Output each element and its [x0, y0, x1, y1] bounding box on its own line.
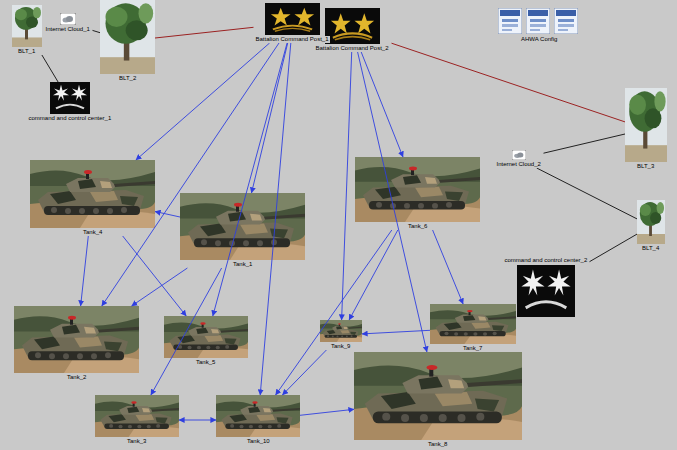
link-line — [179, 420, 216, 421]
node-label: Tank_9 — [330, 343, 351, 350]
blt-tree-photo — [100, 0, 155, 74]
link-line — [151, 268, 222, 395]
network-node: BLT_1 — [12, 5, 42, 55]
network-node: Tank_9 — [320, 320, 362, 350]
link-line — [123, 236, 187, 316]
node-label: command and control center_1 — [28, 115, 113, 122]
command-center-insignia — [50, 82, 90, 114]
network-node: Tank_10 — [216, 395, 300, 445]
link-line — [358, 52, 427, 352]
cloud-icon — [512, 150, 526, 160]
node-label: Internet Cloud_1 — [45, 26, 91, 33]
node-label: Tank_1 — [232, 261, 253, 268]
config-icon — [526, 8, 550, 34]
network-node: Internet Cloud_2 — [495, 150, 544, 168]
config-icon — [554, 8, 578, 34]
link-line — [282, 350, 326, 395]
blt-tree-photo — [625, 88, 667, 162]
link-line — [300, 409, 354, 415]
network-node: Tank_2 — [14, 306, 139, 381]
node-label: BLT_3 — [636, 163, 655, 170]
node-label: Tank_4 — [82, 229, 103, 236]
network-node: Tank_7 — [430, 304, 516, 352]
tank-photo — [354, 352, 522, 440]
link-line — [590, 234, 638, 262]
node-label: Tank_3 — [126, 438, 147, 445]
node-label: BLT_2 — [118, 75, 137, 82]
node-label: Battalion Command Post_2 — [315, 45, 390, 52]
link-line — [93, 30, 101, 32]
node-label: Tank_5 — [195, 359, 216, 366]
command-post-insignia — [265, 3, 320, 35]
network-node: Internet Cloud_1 — [44, 13, 93, 33]
blt-tree-photo — [637, 200, 665, 244]
link-line — [342, 52, 352, 320]
network-node: Tank_8 — [354, 352, 522, 448]
network-node: BLT_2 — [100, 0, 155, 82]
tank-photo — [355, 157, 480, 222]
config-icon — [498, 8, 522, 34]
network-node: command and control center_2 — [503, 257, 590, 317]
tank-photo — [216, 395, 300, 437]
command-center-insignia — [517, 265, 575, 317]
network-node: Tank_4 — [30, 160, 155, 236]
link-line — [42, 55, 58, 82]
link-line — [213, 43, 287, 316]
link-line — [433, 230, 464, 304]
tank-photo — [164, 316, 248, 358]
link-line — [132, 268, 188, 306]
node-label: Battalion Command Post_1 — [255, 36, 330, 43]
link-line — [81, 236, 89, 306]
node-label: command and control center_2 — [504, 257, 589, 264]
network-node: Tank_6 — [355, 157, 480, 230]
link-line — [544, 134, 626, 153]
tank-photo — [180, 193, 305, 260]
link-line — [155, 27, 254, 38]
node-label: Tank_8 — [427, 441, 448, 448]
node-label: Tank_10 — [246, 438, 271, 445]
link-line — [136, 43, 270, 160]
node-label: BLT_1 — [17, 48, 36, 55]
link-line — [392, 43, 626, 122]
link-line — [155, 212, 180, 218]
link-line — [537, 168, 637, 219]
tank-photo — [30, 160, 155, 228]
network-node: Tank_1 — [180, 193, 305, 268]
node-label: Internet Cloud_2 — [496, 161, 542, 168]
tank-photo — [430, 304, 516, 344]
node-label: BLT_4 — [641, 245, 660, 252]
network-node: Tank_5 — [164, 316, 248, 366]
link-line — [349, 230, 398, 320]
tank-photo — [14, 306, 139, 373]
link-line — [252, 43, 288, 193]
node-label: Tank_2 — [66, 374, 87, 381]
cloud-icon — [60, 13, 76, 25]
network-node: BLT_4 — [637, 200, 665, 252]
network-node: Tank_3 — [95, 395, 179, 445]
blt-tree-photo — [12, 5, 42, 47]
link-line — [276, 230, 392, 395]
node-label: Tank_7 — [462, 345, 483, 352]
network-node: command and control center_1 — [27, 82, 114, 122]
node-label: Tank_6 — [407, 223, 428, 230]
network-node: Battalion Command Post_2 — [314, 8, 392, 52]
link-line — [362, 330, 430, 334]
tank-photo — [95, 395, 179, 437]
network-node: BLT_3 — [625, 88, 667, 170]
network-node: Battalion Command Post_1 — [254, 3, 332, 43]
config-label: AHWA Config — [520, 36, 558, 43]
link-line — [361, 52, 403, 157]
link-line — [260, 43, 291, 395]
link-line — [102, 43, 279, 306]
command-post-insignia — [325, 8, 380, 44]
